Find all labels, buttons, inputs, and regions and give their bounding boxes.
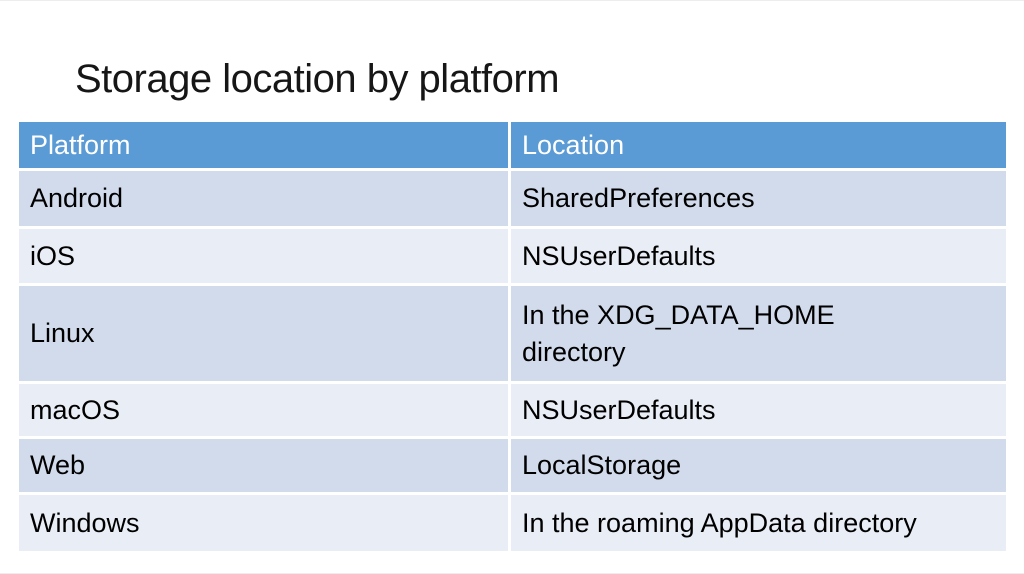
table-row: Web LocalStorage	[19, 439, 1006, 492]
slide-title: Storage location by platform	[75, 57, 560, 101]
cell-platform: iOS	[19, 229, 508, 283]
cell-location: In the XDG_DATA_HOME directory	[511, 286, 1006, 381]
cell-platform: Windows	[19, 495, 508, 551]
table-row: Android SharedPreferences	[19, 171, 1006, 226]
cell-location: LocalStorage	[511, 439, 1006, 492]
cell-platform: Linux	[19, 286, 508, 381]
cell-location: NSUserDefaults	[511, 229, 1006, 283]
table-row: macOS NSUserDefaults	[19, 384, 1006, 436]
cell-location: SharedPreferences	[511, 171, 1006, 226]
header-cell-platform: Platform	[19, 122, 508, 168]
cell-platform: Web	[19, 439, 508, 492]
table-row: Linux In the XDG_DATA_HOME directory	[19, 286, 1006, 381]
table-row: Windows In the roaming AppData directory	[19, 495, 1006, 551]
cell-location: In the roaming AppData directory	[511, 495, 1006, 551]
cell-platform: Android	[19, 171, 508, 226]
table-row: iOS NSUserDefaults	[19, 229, 1006, 283]
table-header-row: Platform Location	[19, 122, 1006, 168]
cell-platform: macOS	[19, 384, 508, 436]
platform-table: Platform Location Android SharedPreferen…	[19, 122, 1006, 551]
header-cell-location: Location	[511, 122, 1006, 168]
cell-location: NSUserDefaults	[511, 384, 1006, 436]
